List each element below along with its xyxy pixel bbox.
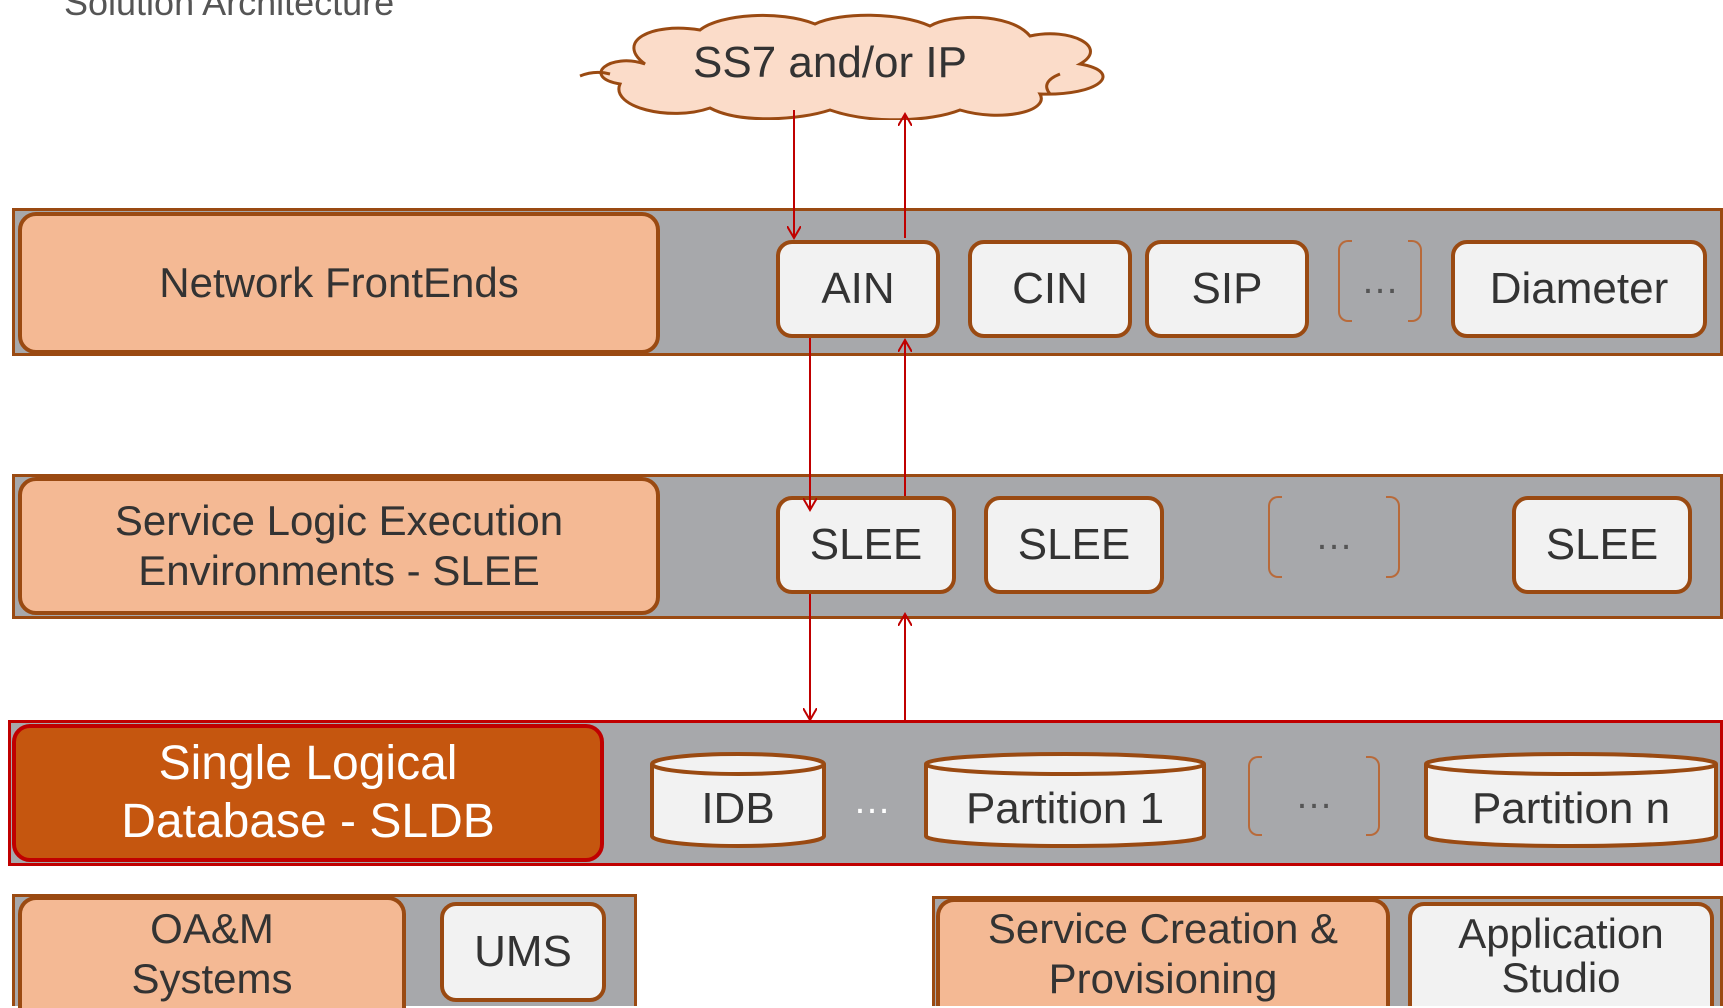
slee-component-2: SLEE xyxy=(984,496,1164,594)
application-studio-component: Application Studio xyxy=(1408,902,1714,1006)
slee-component-1: SLEE xyxy=(776,496,956,594)
frontends-ellipsis-group: … xyxy=(1338,240,1422,322)
scp-label-line1: Service Creation & xyxy=(987,904,1339,952)
diameter-label: Diameter xyxy=(1489,264,1669,313)
slee-ellipsis: … xyxy=(1315,515,1353,558)
application-studio-line2: Studio xyxy=(1501,954,1621,1001)
slee-component-3-label: SLEE xyxy=(1545,520,1659,569)
slee-component-2-label: SLEE xyxy=(1017,520,1131,569)
slee-component-1-label: SLEE xyxy=(809,520,923,569)
right-bracket xyxy=(1366,756,1380,836)
scp-label-line2: Provisioning xyxy=(1048,955,1278,1002)
cin-component: CIN xyxy=(968,240,1132,338)
network-cloud-icon xyxy=(579,13,1105,120)
sip-component: SIP xyxy=(1145,240,1309,338)
left-bracket xyxy=(1268,496,1282,578)
partition-1-database-icon xyxy=(924,752,1206,848)
frontends-layer-label: Network FrontEnds xyxy=(18,212,660,354)
application-studio-line1: Application xyxy=(1458,909,1664,957)
oam-label-line2: Systems xyxy=(131,955,293,1002)
right-bracket xyxy=(1386,496,1400,578)
partition-1-label: Partition 1 xyxy=(965,784,1165,833)
partition-n-database-icon xyxy=(1424,752,1718,848)
sldb-layer-label: Single Logical Database - SLDB xyxy=(12,724,604,862)
ums-label: UMS xyxy=(474,927,572,976)
ain-component: AIN xyxy=(776,240,940,338)
ums-component: UMS xyxy=(440,902,606,1002)
sldb-label-line1: Single Logical xyxy=(158,737,458,791)
cin-label: CIN xyxy=(1012,264,1088,313)
sldb-ellipsis-group: … xyxy=(1248,756,1380,836)
oam-layer-label: OA&M Systems xyxy=(18,896,406,1008)
sldb-ellipsis-between: … xyxy=(853,780,891,822)
right-bracket xyxy=(1408,240,1422,322)
left-bracket xyxy=(1338,240,1352,322)
ain-label: AIN xyxy=(821,264,895,313)
cloud-label: SS7 and/or IP xyxy=(693,38,967,87)
diameter-component: Diameter xyxy=(1451,240,1707,338)
frontends-layer-label-text: Network FrontEnds xyxy=(159,258,519,306)
sldb-ellipsis: … xyxy=(1295,774,1333,817)
idb-database-icon xyxy=(650,752,826,848)
page-title: Solution Architecture xyxy=(64,0,395,23)
slee-label-line1: Service Logic Execution xyxy=(114,496,564,544)
slee-label-line2: Environments - SLEE xyxy=(138,547,540,594)
oam-label-line1: OA&M xyxy=(150,904,274,952)
idb-label: IDB xyxy=(701,784,775,833)
slee-layer-label: Service Logic Execution Environments - S… xyxy=(18,477,660,615)
sldb-label-line2: Database - SLDB xyxy=(121,795,495,848)
frontends-ellipsis: … xyxy=(1361,259,1399,302)
slee-component-3: SLEE xyxy=(1512,496,1692,594)
partition-n-label: Partition n xyxy=(1471,784,1671,833)
sip-label: SIP xyxy=(1191,264,1263,313)
slee-ellipsis-group: … xyxy=(1268,496,1400,578)
scp-layer-label: Service Creation & Provisioning xyxy=(936,898,1390,1006)
left-bracket xyxy=(1248,756,1262,836)
